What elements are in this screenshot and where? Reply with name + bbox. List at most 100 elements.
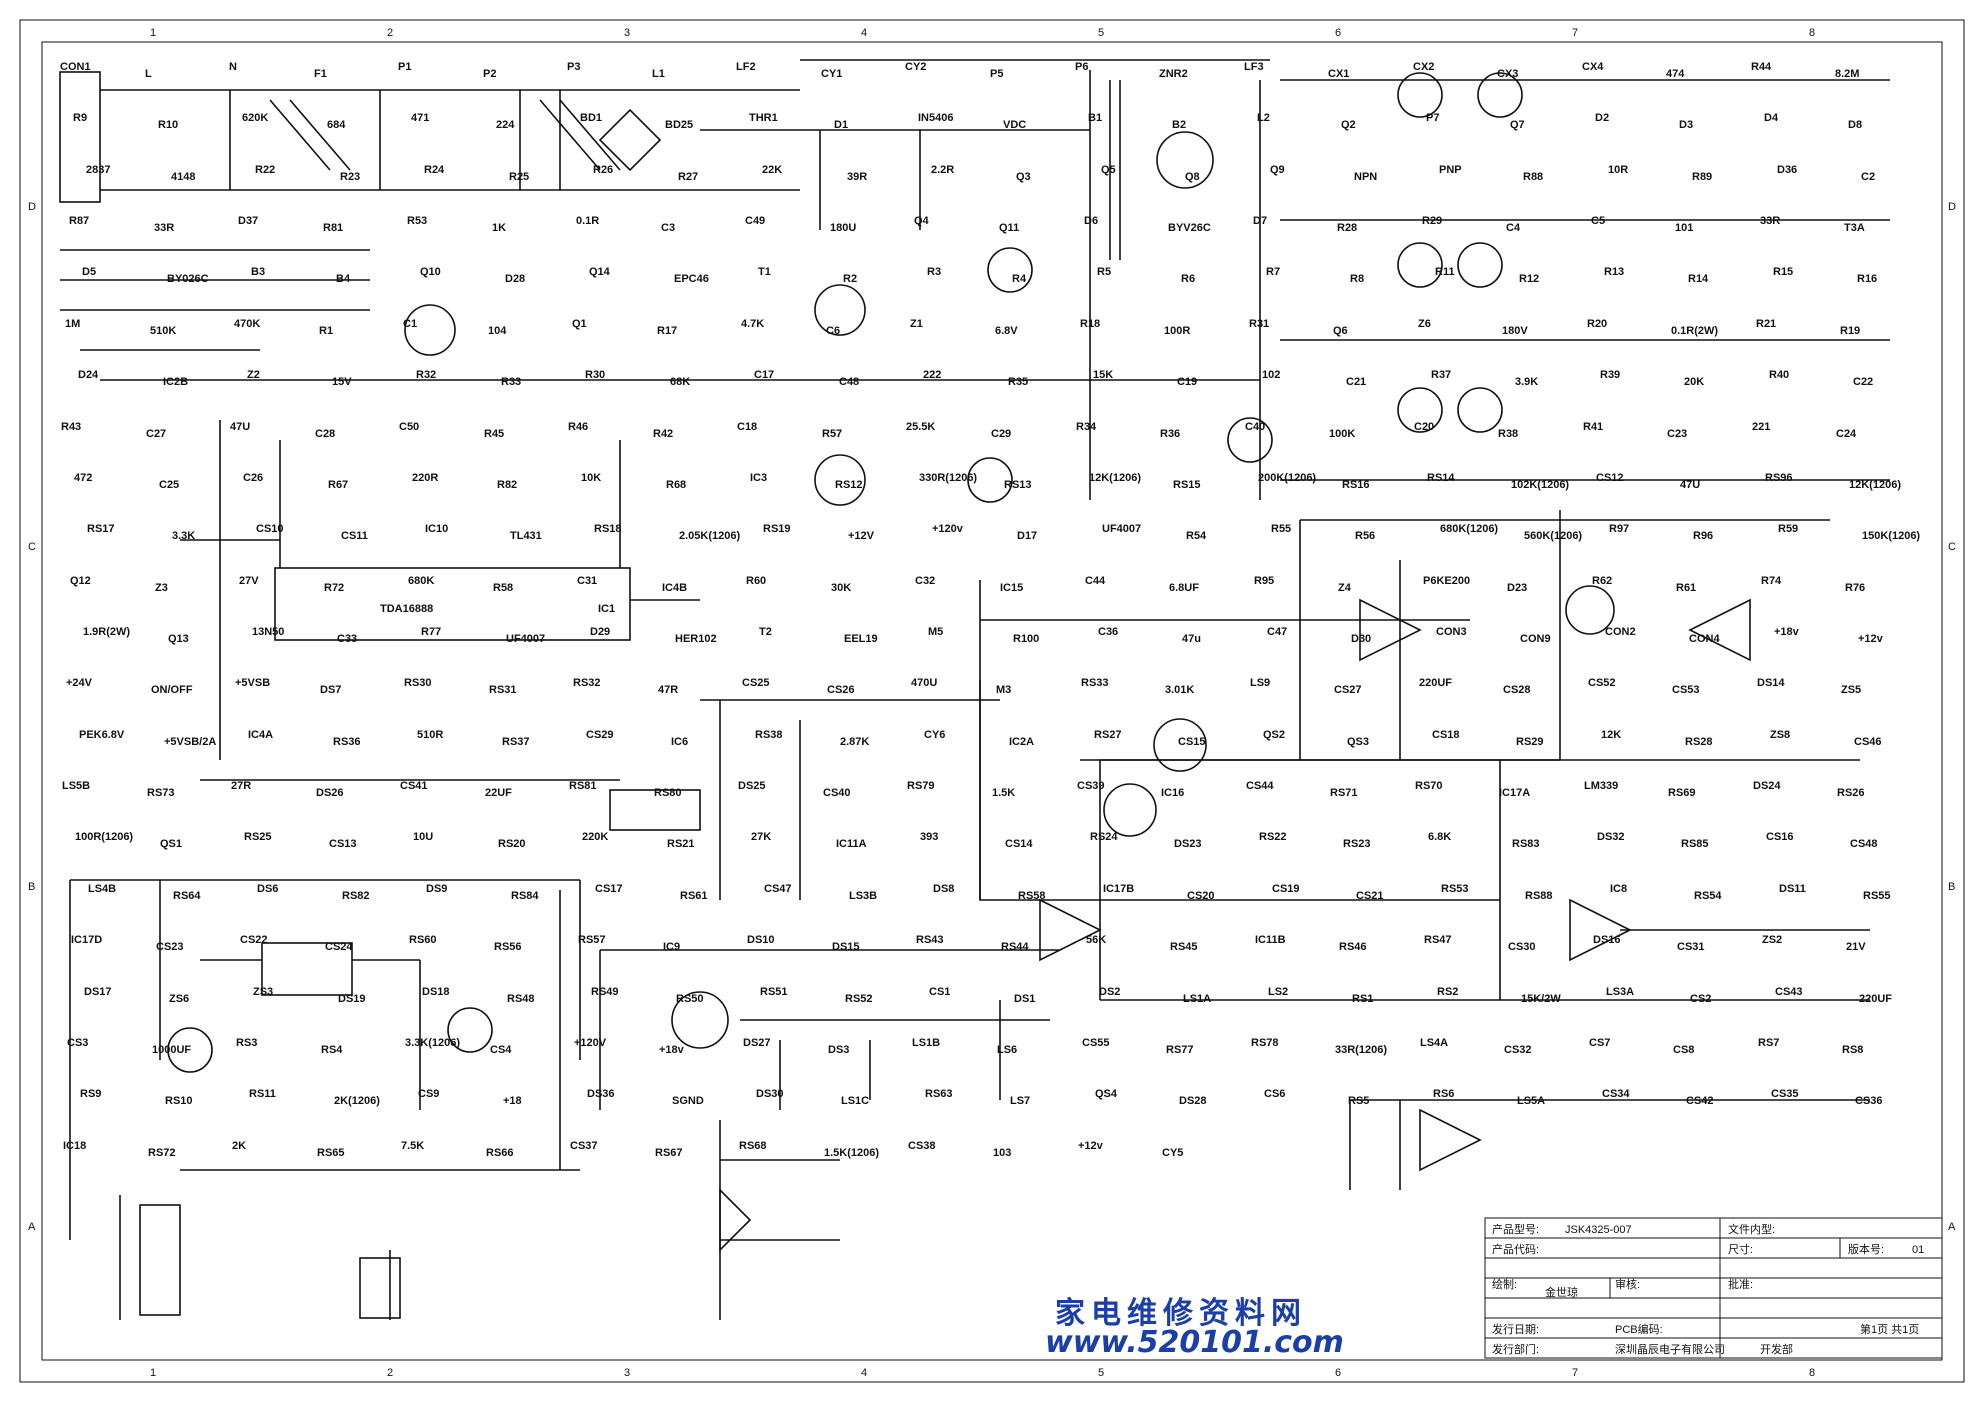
- component-label: CS31: [1677, 941, 1705, 953]
- component-label: IC3: [750, 472, 767, 484]
- component-label: CS23: [156, 941, 184, 953]
- component-label: C21: [1346, 376, 1366, 388]
- component-label: RS25: [244, 831, 272, 843]
- component-label: RS73: [147, 787, 175, 799]
- component-label: Z6: [1418, 318, 1431, 330]
- component-label: RS52: [845, 993, 873, 1005]
- component-label: 1M: [65, 318, 80, 330]
- component-label: RS60: [409, 934, 437, 946]
- component-label: T2: [759, 626, 772, 638]
- component-label: R3: [927, 266, 941, 278]
- component-label: DS24: [1753, 780, 1781, 792]
- component-label: CS10: [256, 523, 284, 535]
- component-label: 102K(1206): [1511, 479, 1569, 491]
- component-label: Q1: [572, 318, 587, 330]
- component-label: IC18: [63, 1140, 86, 1152]
- component-label: R62: [1592, 575, 1612, 587]
- component-label: DS25: [738, 780, 766, 792]
- component-label: D2: [1595, 112, 1609, 124]
- component-label: CS48: [1850, 838, 1878, 850]
- component-label: R43: [61, 421, 81, 433]
- component-label: CS26: [827, 684, 855, 696]
- component-label: DS6: [257, 883, 278, 895]
- component-label: CS24: [325, 941, 353, 953]
- component-label: DS32: [1597, 831, 1625, 843]
- component-label: DS36: [587, 1088, 615, 1100]
- component-label: R61: [1676, 582, 1696, 594]
- component-label: RS70: [1415, 780, 1443, 792]
- component-label: IC17B: [1103, 883, 1134, 895]
- component-label: ZS3: [253, 986, 273, 998]
- component-label: RS20: [498, 838, 526, 850]
- component-label: IC15: [1000, 582, 1023, 594]
- component-label: RS82: [342, 890, 370, 902]
- component-label: RS13: [1004, 479, 1032, 491]
- component-label: Q6: [1333, 325, 1348, 337]
- component-label: 6.8UF: [1169, 582, 1199, 594]
- component-label: RS66: [486, 1147, 514, 1159]
- component-label: CX3: [1497, 68, 1518, 80]
- component-label: LS1A: [1183, 993, 1211, 1005]
- component-label: Q12: [70, 575, 91, 587]
- company-name: 深圳晶辰电子有限公司: [1615, 1342, 1725, 1356]
- component-label: 25.5K: [906, 421, 935, 433]
- component-label: LS1B: [912, 1037, 940, 1049]
- component-label: P1: [398, 61, 411, 73]
- component-label: 3.3K: [172, 530, 195, 542]
- component-label: RS9: [80, 1088, 101, 1100]
- component-label: 68K: [670, 376, 690, 388]
- component-label: R32: [416, 369, 436, 381]
- component-label: IC8: [1610, 883, 1627, 895]
- component-label: 10R: [1608, 164, 1628, 176]
- component-label: RS58: [1018, 890, 1046, 902]
- component-label: C24: [1836, 428, 1857, 440]
- component-label: ZS2: [1762, 934, 1782, 946]
- component-label: D28: [505, 273, 525, 285]
- component-label: C25: [159, 479, 179, 491]
- component-label: CX2: [1413, 61, 1434, 73]
- component-label: +120v: [932, 523, 964, 535]
- watermark-url: www.520101.com: [1045, 1325, 1344, 1360]
- component-label: LS4A: [1420, 1037, 1448, 1049]
- component-label: CS40: [823, 787, 851, 799]
- component-label: R24: [424, 164, 445, 176]
- component-label: IC10: [425, 523, 448, 535]
- component-label: DS10: [747, 934, 775, 946]
- component-label: R17: [657, 325, 677, 337]
- component-label: LF2: [736, 61, 756, 73]
- component-label: RS68: [739, 1140, 767, 1152]
- component-label: RS18: [594, 523, 622, 535]
- zone-top-6: 6: [1335, 27, 1341, 39]
- component-label: Q5: [1101, 164, 1116, 176]
- version: 01: [1912, 1244, 1924, 1256]
- component-label: BY026C: [167, 273, 209, 285]
- inner-border: [41, 41, 1943, 1361]
- component-label: CS43: [1775, 986, 1803, 998]
- component-label: LS9: [1250, 677, 1270, 689]
- component-label: RS49: [591, 986, 619, 998]
- main-ic-name: TDA16888: [380, 603, 433, 615]
- component-label: R28: [1337, 222, 1357, 234]
- component-label: R53: [407, 215, 427, 227]
- component-label: R40: [1769, 369, 1789, 381]
- component-label: R36: [1160, 428, 1180, 440]
- component-label: PNP: [1439, 164, 1462, 176]
- component-label: DS11: [1779, 883, 1806, 895]
- component-label: C2: [1861, 171, 1875, 183]
- component-label: 27V: [239, 575, 259, 587]
- zone-bottom-2: 2: [387, 1367, 393, 1379]
- zone-top-7: 7: [1572, 27, 1578, 39]
- component-label: 180U: [830, 222, 856, 234]
- component-label: 4.7K: [741, 318, 764, 330]
- component-label: CS7: [1589, 1037, 1610, 1049]
- component-label: CS41: [400, 780, 428, 792]
- component-label: RS4: [321, 1044, 343, 1056]
- component-label: RS44: [1001, 941, 1029, 953]
- component-label: R95: [1254, 575, 1274, 587]
- component-label: CS47: [764, 883, 792, 895]
- component-label: B1: [1088, 112, 1102, 124]
- component-label: 560K(1206): [1524, 530, 1582, 542]
- component-label: 47U: [230, 421, 250, 433]
- component-label: R35: [1008, 376, 1028, 388]
- component-label: R21: [1756, 318, 1776, 330]
